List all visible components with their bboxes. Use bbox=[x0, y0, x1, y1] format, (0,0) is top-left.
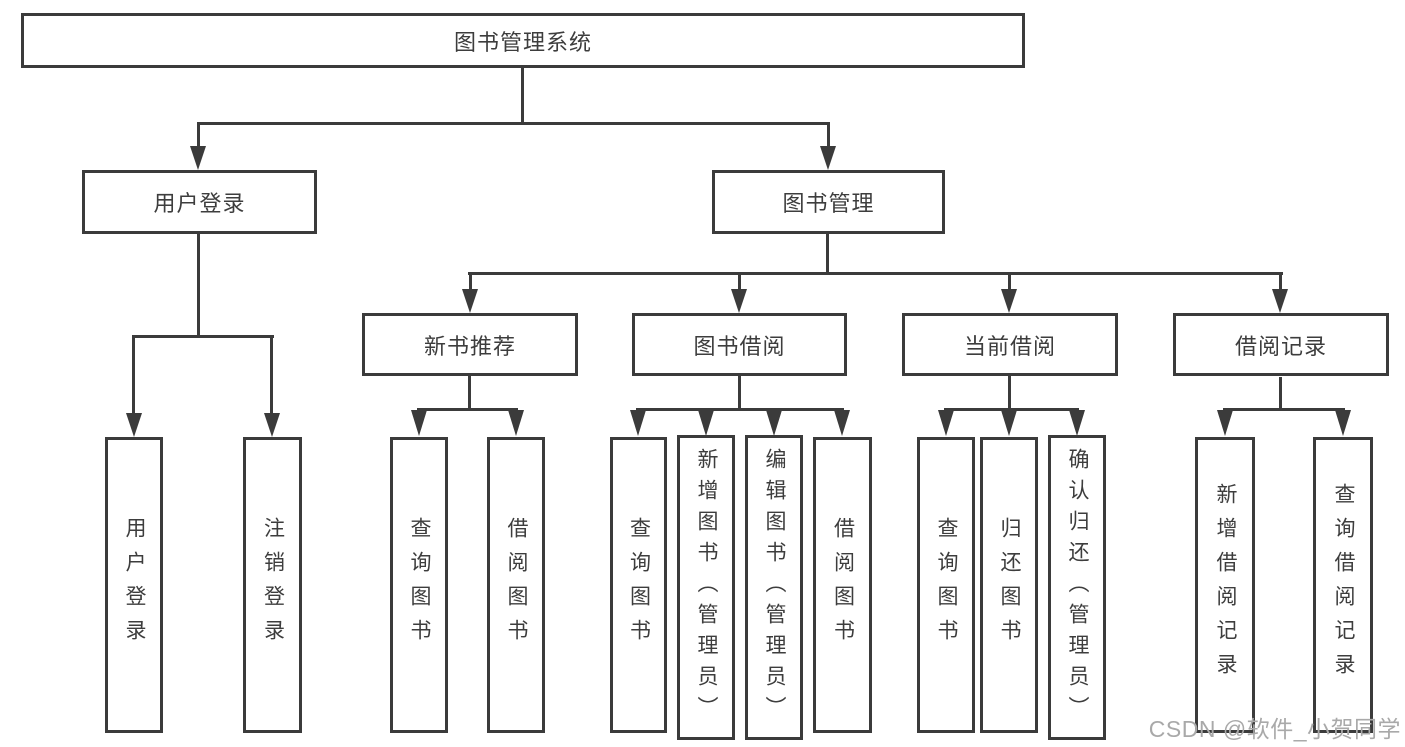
leaf-borrow-books: 借阅图书 bbox=[813, 437, 872, 733]
connector-stem bbox=[197, 234, 200, 335]
connector-stem bbox=[469, 272, 472, 289]
connector-hline bbox=[1223, 408, 1345, 411]
leaf-return-books: 归还图书 bbox=[980, 437, 1038, 733]
arrowhead-down bbox=[126, 413, 142, 437]
node-book-management-label: 图书管理 bbox=[782, 191, 875, 216]
leaf-borrow-books-recommend-label: 借阅图书 bbox=[505, 517, 528, 653]
connector-stem bbox=[197, 122, 200, 148]
node-book-borrowing: 图书借阅 bbox=[632, 313, 847, 376]
arrowhead-down bbox=[1069, 410, 1085, 436]
connector-stem bbox=[1279, 377, 1282, 408]
leaf-confirm-return-admin: 确认归还（管理员） bbox=[1048, 435, 1106, 740]
arrowhead-down bbox=[1272, 289, 1288, 313]
leaf-query-books-borrowing-label: 查询图书 bbox=[627, 517, 651, 653]
leaf-borrow-books-recommend: 借阅图书 bbox=[487, 437, 545, 733]
leaf-borrow-books-label: 借阅图书 bbox=[831, 517, 855, 653]
node-new-book-recommend: 新书推荐 bbox=[362, 313, 578, 376]
arrowhead-down bbox=[630, 410, 646, 436]
connector-hline bbox=[636, 408, 844, 411]
arrowhead-down bbox=[1335, 410, 1351, 436]
connector-stem bbox=[270, 335, 273, 413]
connector-stem bbox=[1279, 272, 1282, 289]
leaf-query-borrow-record: 查询借阅记录 bbox=[1313, 437, 1373, 733]
connector-hline bbox=[417, 408, 518, 411]
connector-stem bbox=[827, 122, 830, 148]
node-borrowing-records: 借阅记录 bbox=[1173, 313, 1389, 376]
node-user-login-label: 用户登录 bbox=[153, 191, 246, 216]
connector-stem bbox=[1008, 376, 1011, 408]
node-book-borrowing-label: 图书借阅 bbox=[693, 333, 786, 359]
leaf-query-borrow-record-label: 查询借阅记录 bbox=[1332, 483, 1355, 687]
arrowhead-down bbox=[264, 413, 280, 437]
leaf-user-login-label: 用户登录 bbox=[123, 517, 146, 653]
arrowhead-down bbox=[938, 410, 954, 436]
leaf-add-borrow-record-label: 新增借阅记录 bbox=[1214, 483, 1237, 687]
leaf-query-books-recommend: 查询图书 bbox=[390, 437, 448, 733]
node-current-borrowing: 当前借阅 bbox=[902, 313, 1118, 376]
connector-stem bbox=[468, 376, 471, 408]
leaf-add-books-admin: 新增图书（管理员） bbox=[677, 435, 735, 740]
node-borrowing-records-label: 借阅记录 bbox=[1234, 333, 1327, 359]
arrowhead-down bbox=[1001, 410, 1017, 436]
node-current-borrowing-label: 当前借阅 bbox=[963, 333, 1056, 359]
connector-stem bbox=[1008, 272, 1011, 289]
connector-stem bbox=[826, 234, 829, 272]
arrowhead-down bbox=[462, 289, 478, 313]
connector-stem bbox=[132, 335, 135, 413]
leaf-query-books-borrowing: 查询图书 bbox=[610, 437, 667, 733]
connector-level2-hline bbox=[197, 122, 830, 125]
arrowhead-down bbox=[1217, 410, 1233, 436]
arrowhead-down bbox=[508, 410, 524, 436]
arrowhead-down bbox=[1001, 289, 1017, 313]
connector-root-stem bbox=[521, 68, 524, 122]
connector-stem bbox=[738, 272, 741, 289]
leaf-edit-books-admin: 编辑图书（管理员） bbox=[745, 435, 803, 740]
leaf-return-books-label: 归还图书 bbox=[998, 517, 1021, 653]
connector-level3-hline bbox=[468, 272, 1283, 275]
node-book-management: 图书管理 bbox=[712, 170, 945, 234]
leaf-edit-books-admin-label: 编辑图书（管理员） bbox=[763, 448, 786, 727]
leaf-logout: 注销登录 bbox=[243, 437, 302, 733]
arrowhead-down bbox=[190, 146, 206, 170]
leaf-confirm-return-admin-label: 确认归还（管理员） bbox=[1066, 448, 1089, 727]
leaf-query-books-recommend-label: 查询图书 bbox=[408, 517, 431, 653]
watermark-text: CSDN @软件_小贺同学 bbox=[1148, 716, 1401, 742]
leaf-add-borrow-record: 新增借阅记录 bbox=[1195, 437, 1255, 733]
arrowhead-down bbox=[834, 410, 850, 436]
connector-stem bbox=[738, 376, 741, 408]
connector-hline bbox=[944, 408, 1079, 411]
node-root: 图书管理系统 bbox=[21, 13, 1025, 68]
arrowhead-down bbox=[731, 289, 747, 313]
arrowhead-down bbox=[820, 146, 836, 170]
arrowhead-down bbox=[766, 410, 782, 436]
leaf-logout-label: 注销登录 bbox=[261, 517, 285, 653]
arrowhead-down bbox=[698, 410, 714, 436]
arrowhead-down bbox=[411, 410, 427, 436]
leaf-user-login: 用户登录 bbox=[105, 437, 163, 733]
node-root-label: 图书管理系统 bbox=[453, 29, 592, 55]
connector-hline bbox=[132, 335, 274, 338]
leaf-query-books-current-label: 查询图书 bbox=[935, 517, 958, 653]
leaf-add-books-admin-label: 新增图书（管理员） bbox=[695, 448, 718, 727]
node-user-login: 用户登录 bbox=[82, 170, 317, 234]
leaf-query-books-current: 查询图书 bbox=[917, 437, 975, 733]
node-new-book-recommend-label: 新书推荐 bbox=[423, 333, 516, 359]
